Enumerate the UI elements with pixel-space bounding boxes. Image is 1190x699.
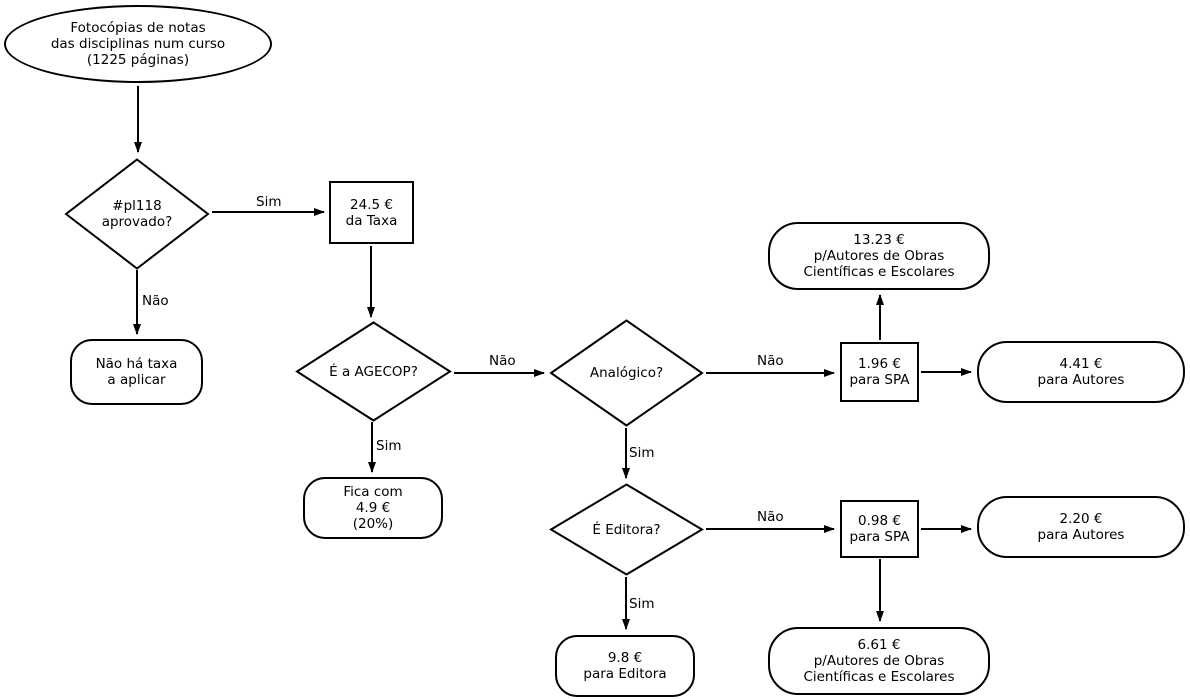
node-text-line: É Editora? [592, 521, 661, 538]
node-editora-98: 9.8 € para Editora [555, 635, 695, 697]
node-no-tax: Não há taxa a aplicar [70, 339, 203, 405]
edge-label-analogico-nao: Não [757, 353, 784, 369]
node-text-line: Fica com [343, 484, 403, 500]
node-text-line: 9.8 € [607, 650, 643, 666]
diamond-shape [295, 321, 452, 422]
edge-label-editora-sim: Sim [629, 596, 655, 612]
node-label: Analógico? [590, 365, 663, 381]
node-text-line: para Autores [1037, 372, 1125, 388]
node-autores-441: 4.41 € para Autores [977, 341, 1185, 403]
node-text-line: 0.98 € [858, 513, 901, 529]
node-text-line: (1225 páginas) [86, 52, 190, 68]
node-spa-196: 1.96 € para SPA [840, 342, 919, 402]
node-text-line: 2.20 € [1059, 511, 1103, 527]
node-fica-com: Fica com 4.9 € (20%) [303, 477, 443, 539]
node-text-line: Fotocópias de notas [70, 20, 206, 36]
node-text-line: Científicas e Escolares [803, 264, 955, 280]
node-text-line: (20%) [352, 516, 394, 532]
node-agecop-decision: É a AGECOP? [295, 321, 452, 422]
node-autores-661: 6.61 € p/Autores de Obras Científicas e … [768, 627, 990, 695]
node-analogico-decision: Analógico? [549, 319, 704, 427]
node-text-line: 4.41 € [1059, 356, 1103, 372]
node-text-line: É a AGECOP? [329, 363, 418, 380]
edge-label-pl118-sim: Sim [256, 194, 282, 210]
node-text-line: aprovado? [101, 214, 173, 230]
node-spa-098: 0.98 € para SPA [840, 500, 919, 558]
diamond-shape [549, 319, 704, 427]
node-taxa: 24.5 € da Taxa [329, 181, 414, 244]
edge-label-agecop-sim: Sim [376, 438, 402, 454]
node-text-line: da Taxa [345, 212, 398, 229]
node-text-line: #pl118 [112, 198, 162, 214]
node-text-line: das disciplinas num curso [50, 36, 226, 52]
node-text-line: para Autores [1037, 527, 1125, 543]
node-text-line: 24.5 € [350, 196, 393, 213]
node-text-line: 1.96 € [858, 356, 901, 372]
diamond-shape [549, 483, 704, 576]
edge-label-editora-nao: Não [757, 509, 784, 525]
node-start: Fotocópias de notas das disciplinas num … [4, 5, 272, 83]
edge-label-analogico-sim: Sim [629, 445, 655, 461]
diamond-shape [64, 158, 210, 270]
node-text-line: p/Autores de Obras [813, 248, 945, 264]
node-text-line: 13.23 € [853, 232, 905, 248]
node-label: É Editora? [592, 522, 660, 538]
node-text-line: Não há taxa [95, 356, 178, 372]
node-label: #pl118 aprovado? [102, 198, 173, 230]
node-text-line: Científicas e Escolares [803, 669, 955, 685]
node-editora-decision: É Editora? [549, 483, 704, 576]
node-text-line: Analógico? [589, 365, 664, 381]
node-autores-1323: 13.23 € p/Autores de Obras Científicas e… [768, 222, 990, 290]
node-text-line: para SPA [849, 372, 910, 388]
node-pl118-decision: #pl118 aprovado? [64, 158, 210, 270]
node-text-line: para SPA [849, 529, 910, 545]
node-text-line: a aplicar [107, 372, 166, 388]
node-text-line: 4.9 € [355, 500, 391, 516]
node-autores-220: 2.20 € para Autores [977, 496, 1185, 558]
node-text-line: p/Autores de Obras [813, 653, 945, 669]
edge-label-pl118-nao: Não [142, 293, 169, 309]
node-text-line: 6.61 € [857, 637, 901, 653]
node-label: É a AGECOP? [329, 364, 418, 380]
node-text-line: para Editora [583, 666, 667, 682]
edge-label-agecop-nao: Não [489, 353, 516, 369]
